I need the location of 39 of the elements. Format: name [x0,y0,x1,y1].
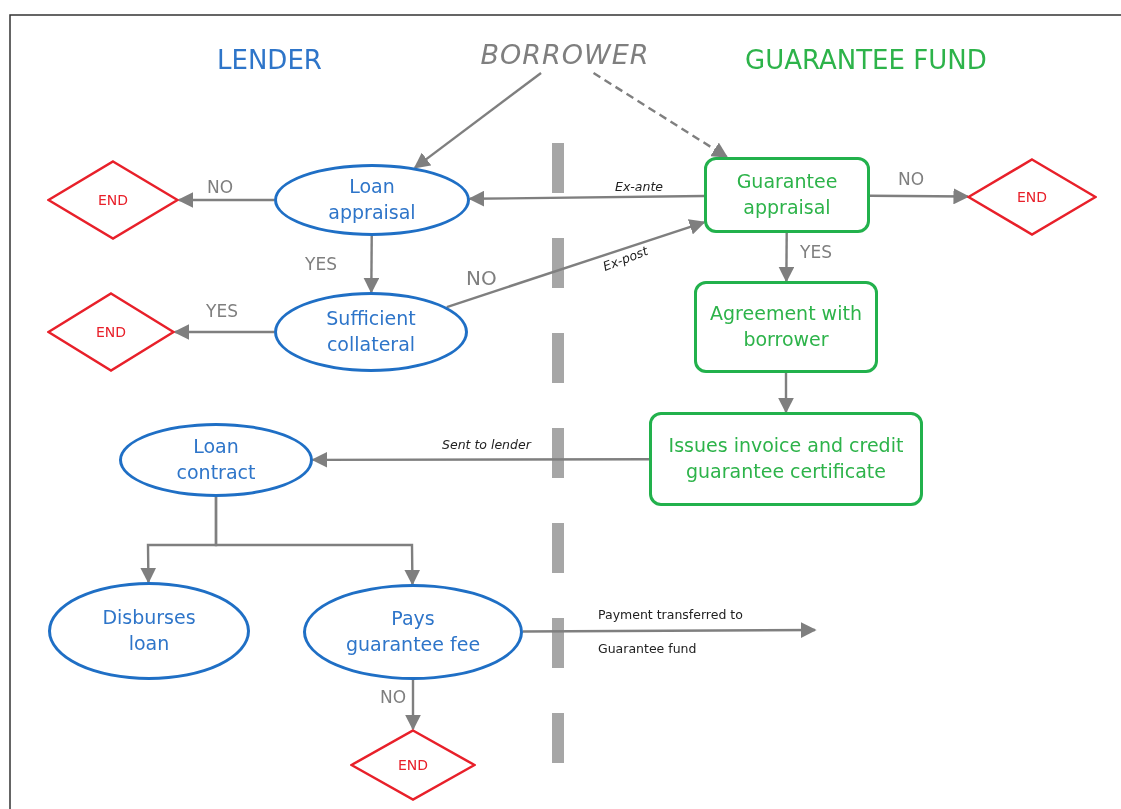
process-box [704,157,870,233]
arrow [778,373,794,414]
branch-label: NO [466,266,497,290]
end-diamond [350,729,476,801]
process-box [694,281,878,373]
arrow [363,236,380,294]
arrow [468,190,704,207]
arrow [173,324,274,340]
process-box [649,412,923,506]
node-label: Agreement with borrower [709,301,863,352]
edge-label: Ex-ante [615,180,663,194]
column-heading: GUARANTEE FUND [745,45,987,75]
arrow [177,192,274,208]
end-diamond [47,292,175,372]
edge-label: Payment transferred to Guarantee fund [598,606,744,658]
node-label: Sufficient collateral [325,306,417,357]
actor-label: BORROWER [480,37,650,72]
node-label: Issues invoice and credit guarantee certificate [667,433,905,484]
node-label: Disburses loan [101,605,197,656]
arrow [311,451,649,468]
arrow [592,72,729,158]
node-label: Loan contract [175,434,257,485]
column-heading: LENDER [217,45,322,75]
end-diamond [47,160,179,240]
arrow [870,188,970,205]
node-label: Guarantee appraisal [735,169,839,220]
arrow [214,497,421,586]
node-label: Pays guarantee fee [344,606,482,657]
edge-label: Sent to lender [442,438,531,452]
arrow [405,680,421,731]
arrow [778,233,795,283]
node-label: END [97,190,129,210]
node-label: END [1016,187,1048,207]
arrow [523,622,817,639]
end-diamond [967,158,1097,236]
node-label: Loan appraisal [327,174,417,225]
arrow [446,219,706,309]
node-label: END [397,755,429,775]
node-label: END [95,322,127,342]
